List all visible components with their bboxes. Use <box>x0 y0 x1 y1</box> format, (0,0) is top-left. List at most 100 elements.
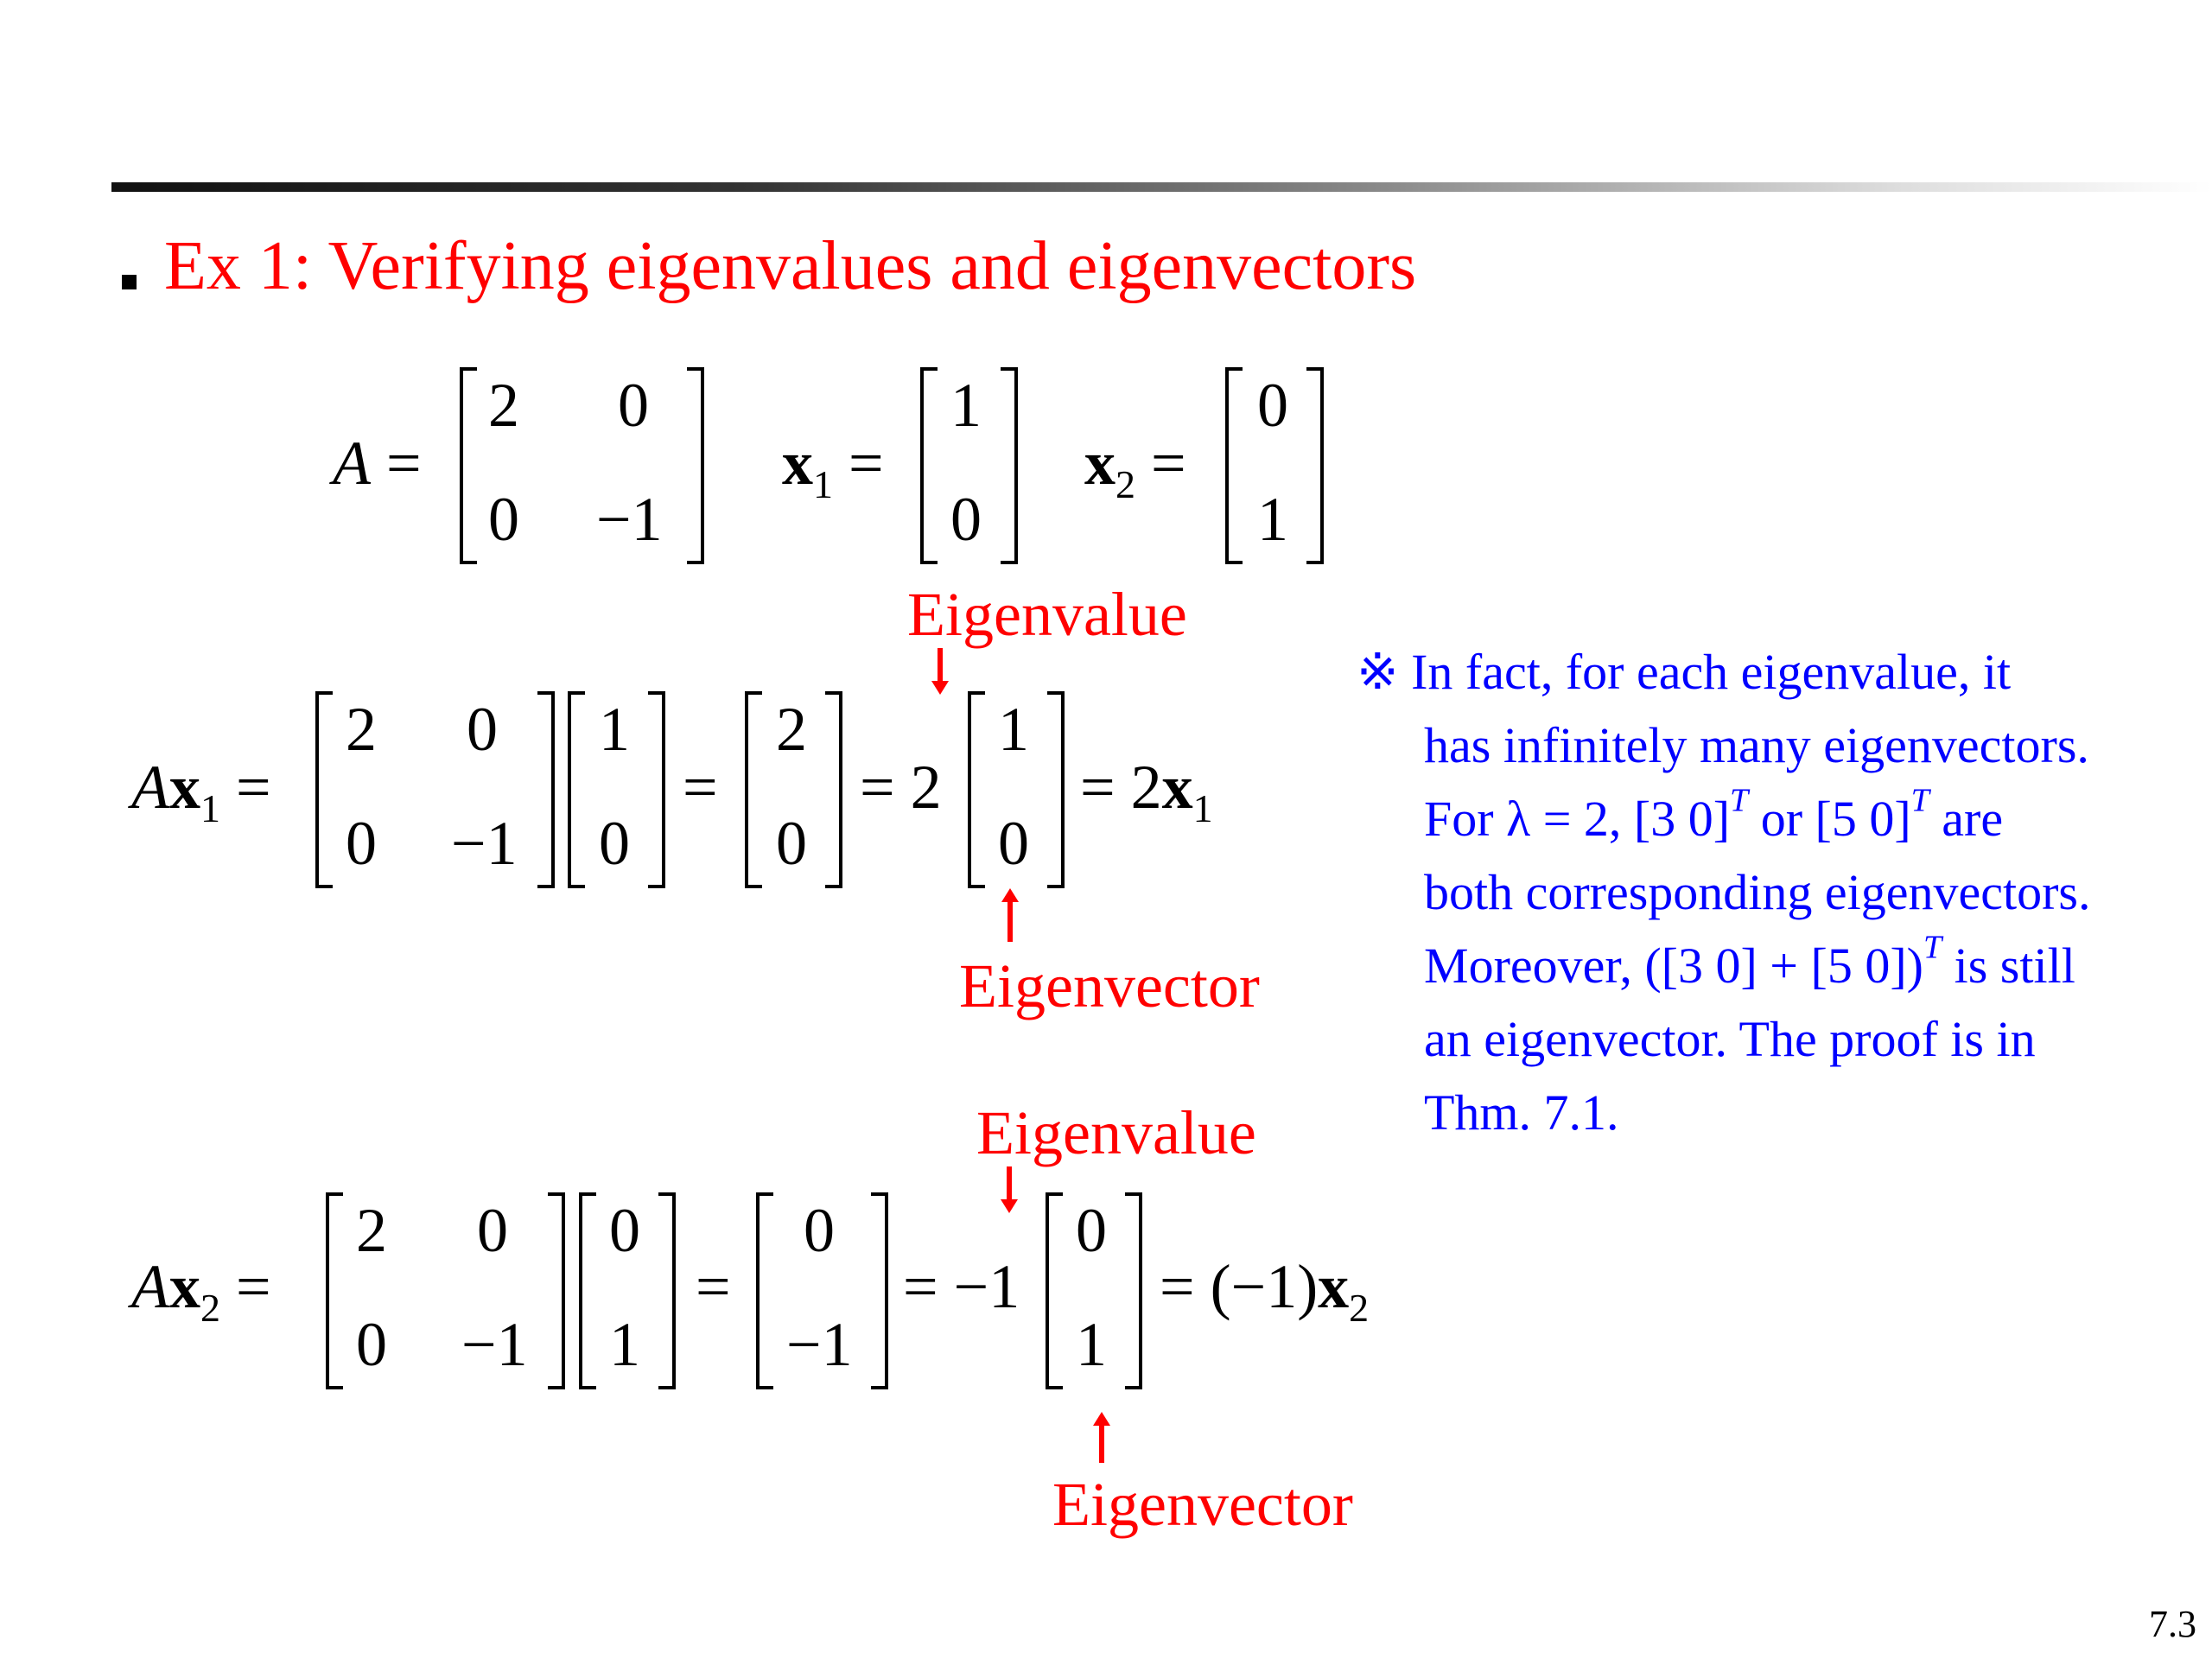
x-symbol: x <box>1318 1252 1350 1321</box>
matrix-A-left-bracket <box>460 367 477 564</box>
rhs-prefix: = (−1) <box>1160 1252 1319 1321</box>
matrix-A-right-bracket <box>687 367 704 564</box>
eigenvalue-label-2: Eigenvalue <box>976 1098 1256 1167</box>
note-line: ※ In fact, for each eigenvalue, it <box>1357 644 2012 700</box>
eq1-vector-cell: 1 <box>599 695 630 764</box>
eigenvalue-arrow-2 <box>1001 1166 1018 1213</box>
note-line: has infinitely many eigenvectors. <box>1424 717 2089 773</box>
vector-x1-left-bracket <box>920 367 938 564</box>
eigenvalue-arrow-1 <box>931 648 949 695</box>
eq1-matrix-cell: −1 <box>451 809 518 878</box>
eq1-matrix-cell: 0 <box>467 695 498 764</box>
matrix-A-cell: 0 <box>618 371 649 440</box>
def-A-label: A = <box>333 432 422 494</box>
matrix-A-cell: 2 <box>488 371 519 440</box>
equals-sign: = <box>683 753 718 822</box>
eigenvector-label-1: Eigenvector <box>959 951 1260 1020</box>
eq2-matrix-left-bracket <box>326 1192 343 1389</box>
eq1-matrix-cell: 0 <box>346 809 377 878</box>
vector-x2-right-bracket <box>1306 367 1324 564</box>
eq2-vector-left-bracket <box>579 1192 596 1389</box>
eq2-product-cell: −1 <box>786 1310 853 1379</box>
A-symbol: A <box>131 753 169 822</box>
eq2-matrix-right-bracket <box>548 1192 565 1389</box>
x-symbol: x <box>782 429 813 498</box>
eq1-vector-left-bracket <box>568 691 585 888</box>
equals-sign: = <box>235 1252 271 1321</box>
eq1-eigvec-right-bracket <box>1047 691 1065 888</box>
equals-sign: = <box>1151 429 1186 498</box>
rhs-prefix: = 2 <box>1080 753 1162 822</box>
note-text: Moreover, ([3 0] + [5 0]) <box>1424 938 1923 994</box>
note-text: are <box>1929 791 2004 847</box>
eigenvalue-label-1: Eigenvalue <box>907 580 1187 649</box>
eq2-vector-cell: 0 <box>609 1196 640 1265</box>
eq2-lhs: Ax2 = <box>131 1255 271 1328</box>
eq1-product-cell: 2 <box>776 695 807 764</box>
x-symbol: x <box>168 1252 200 1321</box>
subscript: 2 <box>1116 462 1135 507</box>
page-number: 7.3 <box>2149 1603 2196 1645</box>
slide-title: Ex 1: Verifying eigenvalues and eigenvec… <box>164 228 1417 304</box>
matrix-A-cell: 0 <box>488 485 519 554</box>
vector-x2-cell: 1 <box>1257 485 1288 554</box>
eq1-matrix-right-bracket <box>537 691 555 888</box>
matrix-A-cell: −1 <box>596 485 663 554</box>
equals-sign: = <box>849 429 884 498</box>
note-box: ※ In fact, for each eigenvalue, it has i… <box>1357 635 2186 1149</box>
eq2-vector-cell: 1 <box>609 1310 640 1379</box>
eigenvector-arrow-2 <box>1093 1412 1110 1463</box>
transpose-superscript: T <box>1730 782 1749 819</box>
note-text: For λ = 2, [3 0] <box>1424 791 1731 847</box>
eq2-product-cell: 0 <box>804 1196 835 1265</box>
A-symbol: A <box>333 429 371 498</box>
eq2-eigvec-cell: 1 <box>1076 1310 1107 1379</box>
x-symbol: x <box>1084 429 1116 498</box>
eq2-scalar: = −1 <box>903 1252 1020 1321</box>
eq2-eigvec-right-bracket <box>1125 1192 1142 1389</box>
eq1-eigvec-cell: 0 <box>998 809 1029 878</box>
vector-x1-cell: 1 <box>950 371 982 440</box>
eq2-eigvec-cell: 0 <box>1076 1196 1107 1265</box>
x-symbol: x <box>168 753 200 822</box>
note-line: For λ = 2, [3 0]T or [5 0]T are <box>1357 782 2186 855</box>
title-rule <box>111 182 2212 192</box>
eq2-matrix-cell: −1 <box>461 1310 528 1379</box>
equals-sign: = <box>385 429 422 498</box>
equals-sign: = <box>696 1252 731 1321</box>
equals-sign: = <box>235 753 271 822</box>
eq1-vector-right-bracket <box>648 691 665 888</box>
def-x1-label: x1 = <box>782 432 884 505</box>
subscript: 1 <box>813 462 833 507</box>
vector-x1-right-bracket <box>1001 367 1018 564</box>
eq2-matrix-cell: 2 <box>356 1196 387 1265</box>
vector-x1-cell: 0 <box>950 485 982 554</box>
eq2-eigvec-left-bracket <box>1046 1192 1063 1389</box>
eq2-matrix-cell: 0 <box>477 1196 508 1265</box>
subscript: 1 <box>1192 786 1213 831</box>
eq1-matrix-left-bracket <box>315 691 333 888</box>
eq1-scalar: = 2 <box>860 753 942 822</box>
eq1-eigvec-cell: 1 <box>998 695 1029 764</box>
note-line: both corresponding eigenvectors. <box>1424 864 2091 920</box>
vector-x2-cell: 0 <box>1257 371 1288 440</box>
vector-x2-left-bracket <box>1225 367 1243 564</box>
x-symbol: x <box>1161 753 1193 822</box>
subscript: 1 <box>200 786 220 831</box>
eq2-matrix-cell: 0 <box>356 1310 387 1379</box>
note-text: or [5 0] <box>1748 791 1911 847</box>
eq1-product-right-bracket <box>825 691 842 888</box>
eq1-matrix-cell: 2 <box>346 695 377 764</box>
transpose-superscript: T <box>1910 782 1929 819</box>
A-symbol: A <box>131 1252 169 1321</box>
def-x2-label: x2 = <box>1084 432 1186 505</box>
eq1-product-left-bracket <box>745 691 762 888</box>
note-text: is still <box>1942 938 2075 994</box>
eq1-eigvec-left-bracket <box>968 691 985 888</box>
transpose-superscript: T <box>1923 929 1942 966</box>
note-line: Thm. 7.1. <box>1424 1084 1619 1141</box>
note-line: Moreover, ([3 0] + [5 0])T is still <box>1357 929 2186 1002</box>
eq2-rhs: = (−1)x2 <box>1160 1255 1369 1328</box>
eq2-product-right-bracket <box>871 1192 888 1389</box>
subscript: 2 <box>1349 1286 1370 1331</box>
